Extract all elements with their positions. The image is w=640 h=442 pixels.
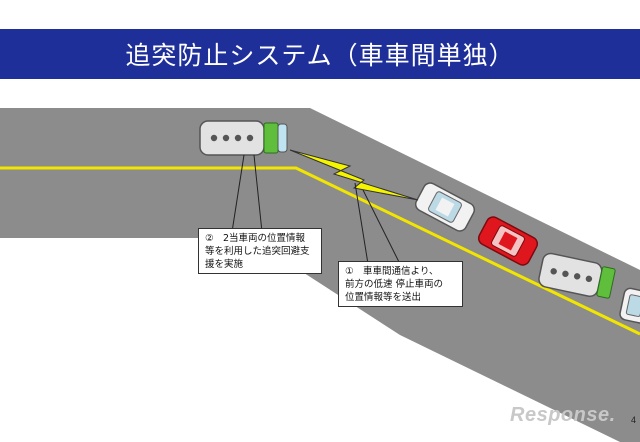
leader-line-onboard [231, 154, 245, 233]
callout-onboard-line3: 援を実施 [205, 259, 244, 270]
slide-title: 追突防止システム（車車間単独） [125, 41, 515, 70]
road [0, 108, 640, 442]
leader-line-onboard-2 [253, 154, 263, 233]
truck-rear-left [199, 120, 288, 156]
truck-front-right [538, 252, 616, 299]
car-white [414, 182, 476, 232]
callout-onboard-line1: ② 2当車両の位置情報 [205, 233, 306, 244]
car-red [477, 216, 539, 266]
lane-line [0, 166, 640, 336]
vehicle-edge [619, 287, 640, 325]
leader-line-v2v [354, 182, 369, 265]
callout-onboard-assist: ② 2当車両の位置情報 等を利用した追突回避支 援を実施 [198, 228, 322, 274]
callout-v2v-line2: 前方の低速 停止車両の [345, 279, 444, 290]
callout-v2v-line1: ① 車車間通信より、 [345, 266, 439, 277]
leader-line-v2v-2 [362, 189, 401, 265]
page-number: 4 [630, 415, 636, 425]
response-watermark: Response. [510, 404, 616, 426]
callout-v2v-communication: ① 車車間通信より、 前方の低速 停止車両の 位置情報等を送出 [338, 261, 463, 307]
v2v-signal-bolt [289, 149, 419, 201]
callout-onboard-line2: 等を利用した追突回避支 [205, 246, 310, 257]
title-bar: 追突防止システム（車車間単独） [0, 29, 640, 79]
callout-v2v-line3: 位置情報等を送出 [345, 292, 422, 303]
